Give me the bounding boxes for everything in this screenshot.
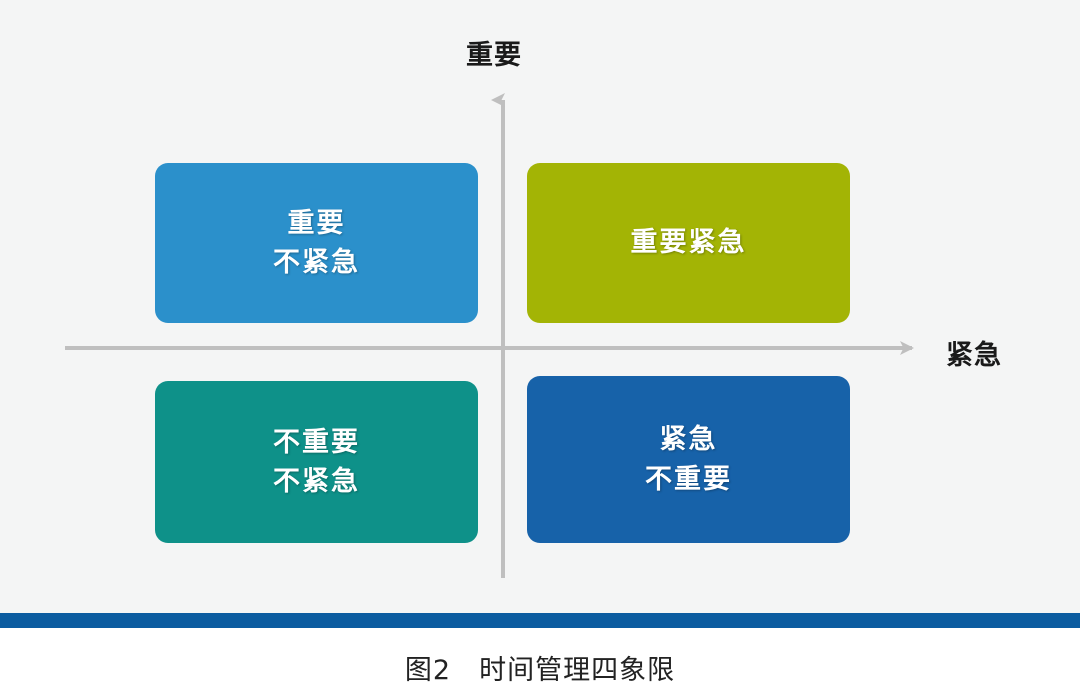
figure-caption: 图2 时间管理四象限 — [404, 655, 676, 686]
quadrant-label-line-2: 不紧急 — [273, 466, 360, 496]
quadrant-label-line-2: 不紧急 — [273, 247, 360, 277]
quadrant-label-line-1: 重要 — [287, 207, 346, 238]
diagram-canvas: 重要 紧急 重要 不紧急 重要紧急 不重要 不紧急 紧急 不重要 — [0, 0, 1080, 613]
quadrant-label-line-1: 紧急 — [659, 424, 718, 455]
quadrant-label-line-2: 不重要 — [645, 463, 732, 494]
quadrant-urgent-not-important[interactable]: 紧急 不重要 — [527, 376, 857, 543]
axis-label-important: 重要 — [466, 40, 522, 70]
quadrant-not-important-not-urgent[interactable]: 不重要 不紧急 — [155, 381, 485, 543]
quadrant-important-urgent[interactable]: 重要紧急 — [527, 163, 857, 323]
quadrant-important-not-urgent[interactable]: 重要 不紧急 — [155, 163, 485, 323]
divider-bar — [0, 613, 1080, 628]
axis-label-urgent: 紧急 — [946, 340, 1002, 370]
quadrant-label-line-1: 不重要 — [273, 426, 360, 457]
quadrant-label-line-1: 重要紧急 — [630, 227, 747, 258]
